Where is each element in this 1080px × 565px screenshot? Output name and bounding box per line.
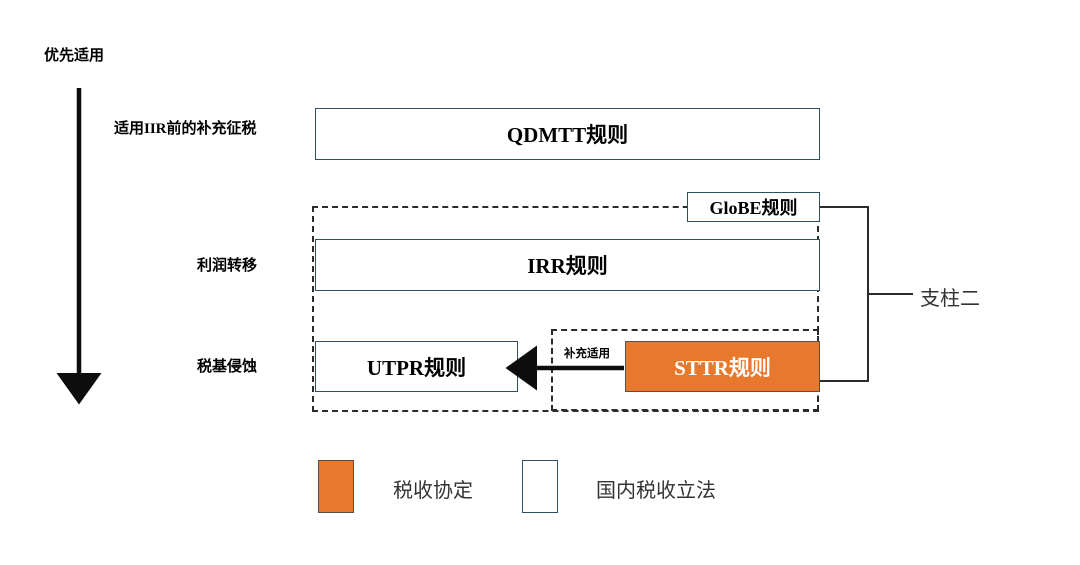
box-utpr[interactable]: UTPR规则 <box>315 341 518 392</box>
box-globe-label: GloBE规则 <box>709 198 798 218</box>
bracket-label-pillar-two: 支柱二 <box>920 288 980 310</box>
globe-group-dashed-rect <box>312 206 819 412</box>
box-sttr[interactable]: STTR规则 <box>625 341 820 392</box>
row-label-pre-iir: 适用IIR前的补充征税 <box>114 121 257 137</box>
box-irr-label: IRR规则 <box>527 254 608 278</box>
legend-swatch-treaty <box>318 460 354 513</box>
box-globe[interactable]: GloBE规则 <box>687 192 820 222</box>
legend-label-treaty: 税收协定 <box>393 480 473 502</box>
legend-label-domestic: 国内税收立法 <box>596 480 716 502</box>
box-irr[interactable]: IRR规则 <box>315 239 820 291</box>
box-qdmtt-label: QDMTT规则 <box>506 123 629 147</box>
row-label-base-erosion: 税基侵蚀 <box>197 359 258 375</box>
priority-axis-label: 优先适用 <box>44 48 105 64</box>
box-utpr-label: UTPR规则 <box>366 355 467 380</box>
row-label-profit-shifting: 利润转移 <box>197 258 258 274</box>
pillar-two-bracket <box>820 206 869 382</box>
box-sttr-label: STTR规则 <box>674 355 771 380</box>
arrow-label-supplementary: 补充适用 <box>564 348 610 360</box>
legend-swatch-domestic <box>522 460 558 513</box>
box-qdmtt[interactable]: QDMTT规则 <box>315 108 820 160</box>
